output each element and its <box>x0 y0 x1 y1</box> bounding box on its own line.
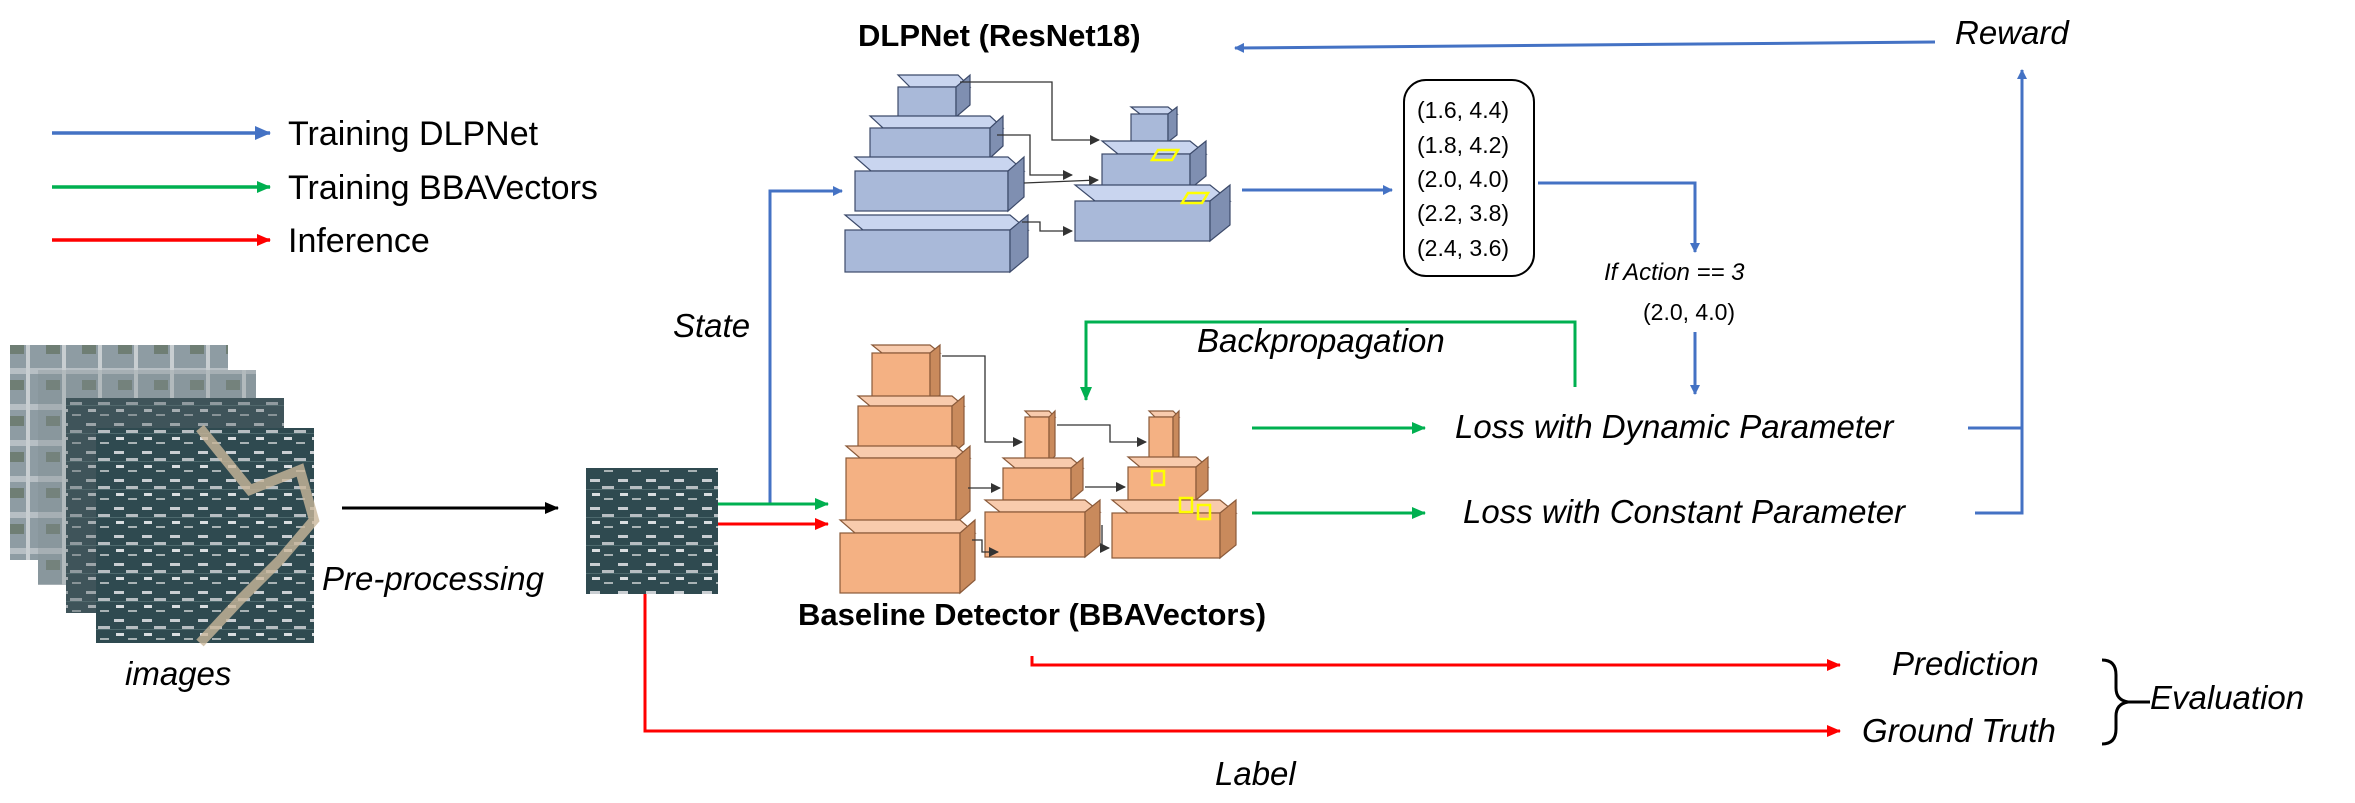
detector-network <box>838 343 1238 595</box>
dlpnet-connectors <box>960 81 1100 236</box>
constant-loss-label: Loss with Constant Parameter <box>1463 493 1907 530</box>
selected-param-label: (2.0, 4.0) <box>1643 299 1735 325</box>
backprop-label: Backpropagation <box>1197 322 1445 359</box>
backprop-arrow <box>1080 320 1577 401</box>
state-label: State <box>673 307 750 344</box>
constant-loss-to-reward-line <box>1975 69 2027 515</box>
reward-label: Reward <box>1955 14 2070 51</box>
label-text: Label <box>1215 755 1297 792</box>
input-image-4 <box>96 428 314 643</box>
detector-highlights <box>1150 469 1212 521</box>
detector-title: Baseline Detector (BBAVectors) <box>798 597 1266 632</box>
dynamic-loss-label: Loss with Dynamic Parameter <box>1455 408 1895 445</box>
prediction-label: Prediction <box>1892 645 2039 682</box>
reward-to-dlpnet-arrow <box>1234 40 1936 53</box>
label-to-groundtruth-arrow <box>643 594 1841 737</box>
legend-label-inference: Inference <box>288 222 430 260</box>
dlpnet-highlights <box>1149 148 1211 205</box>
params-to-action-arrow <box>1538 181 1700 253</box>
input-images-stack <box>10 345 320 647</box>
parameter-option: (2.2, 3.8) <box>1417 200 1509 226</box>
legend: Training DLPNet Training BBAVectors Infe… <box>52 115 598 260</box>
parameter-box <box>1403 79 1535 277</box>
processed-image <box>586 468 718 594</box>
detector-to-prediction-arrow <box>1030 656 1841 671</box>
state-arrow <box>768 186 843 504</box>
parameter-option: (2.4, 3.6) <box>1417 235 1509 261</box>
dlpnet-title: DLPNet (ResNet18) <box>858 18 1141 53</box>
images-label: images <box>125 655 231 692</box>
evaluation-label: Evaluation <box>2150 679 2304 716</box>
ground-truth-label: Ground Truth <box>1862 712 2056 749</box>
parameter-option: (2.0, 4.0) <box>1417 166 1509 192</box>
legend-label-training-bbavectors: Training BBAVectors <box>288 169 598 207</box>
parameter-option: (1.8, 4.2) <box>1417 132 1509 158</box>
evaluation-brace <box>2101 658 2129 746</box>
preprocessing-label: Pre-processing <box>322 560 545 597</box>
legend-label-training-dlpnet: Training DLPNet <box>288 115 539 153</box>
parameter-option: (1.6, 4.4) <box>1417 97 1509 123</box>
dlpnet-network <box>843 73 1232 274</box>
if-action-label: If Action == 3 <box>1604 259 1745 286</box>
detector-connectors <box>942 355 1147 557</box>
